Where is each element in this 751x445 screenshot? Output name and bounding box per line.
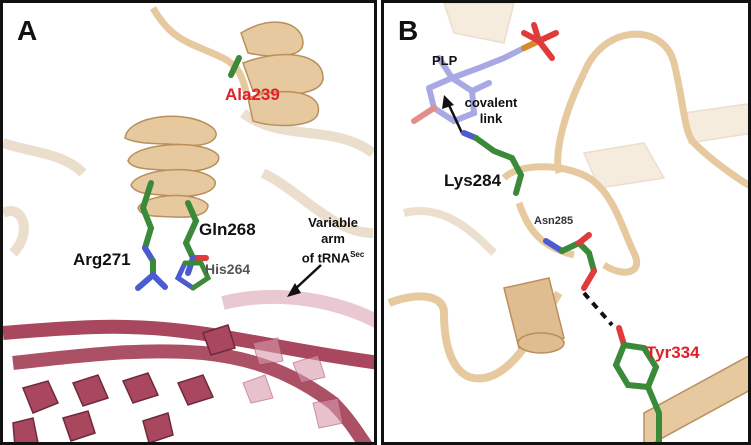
- variable-arm-sec: Sec: [350, 250, 365, 259]
- panel-a-structure-image: [3, 6, 374, 442]
- ala239-label: Ala239: [225, 85, 280, 104]
- plp-label: PLP: [432, 53, 458, 68]
- covalent-link-label: covalent link: [459, 95, 523, 127]
- variable-arm-line3: of tRNASec: [293, 247, 373, 266]
- tyr334-label: Tyr334: [646, 343, 700, 362]
- panel-a-letter: A: [17, 15, 38, 46]
- lys284-label: Lys284: [444, 171, 502, 190]
- covalent-link-line2: link: [479, 111, 503, 126]
- variable-arm-line1: Variable: [308, 215, 358, 230]
- covalent-link-line1: covalent: [464, 95, 518, 110]
- his264-label: His264: [205, 261, 251, 277]
- variable-arm-label: Variable arm of tRNASec: [293, 215, 373, 266]
- variable-arm-trna: of tRNA: [301, 250, 351, 266]
- panel-a: A Ala239 Gln268 Arg271 His264 Variable a…: [0, 0, 377, 445]
- panel-b: B PLP covalent link Lys284 Asn285 Tyr334: [381, 0, 751, 445]
- arg271-label: Arg271: [73, 250, 131, 269]
- panel-b-letter: B: [398, 15, 419, 46]
- asn285-label: Asn285: [534, 215, 574, 227]
- variable-arm-line2: arm: [321, 231, 345, 246]
- panel-b-structure-image: [387, 3, 748, 442]
- gln268-label: Gln268: [199, 220, 256, 239]
